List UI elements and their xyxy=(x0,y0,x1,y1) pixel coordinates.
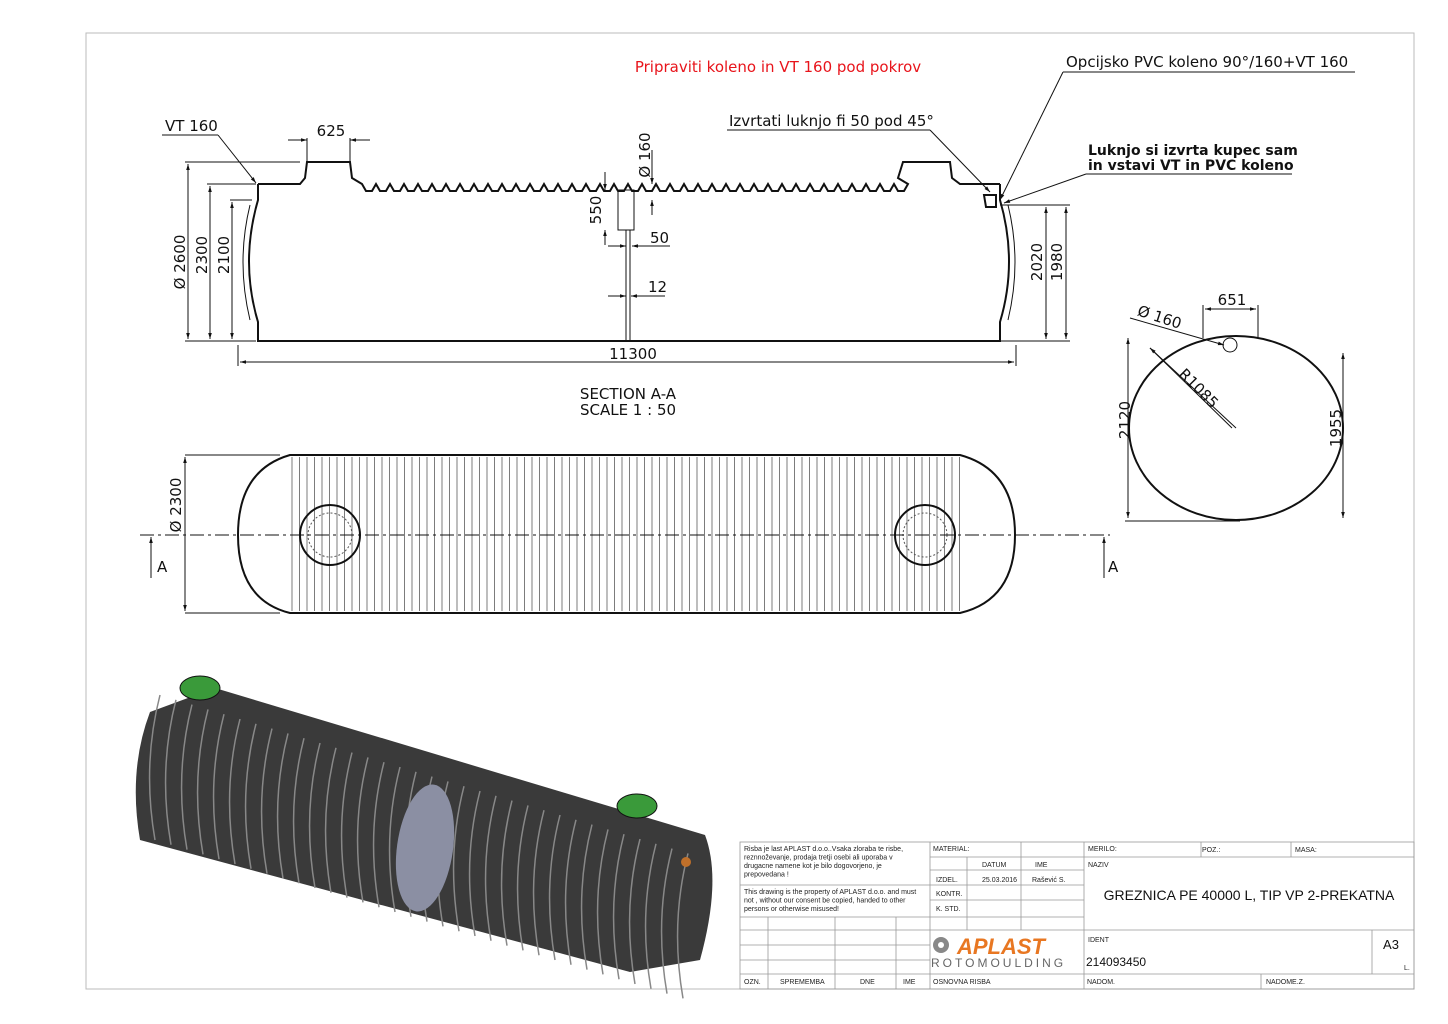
ident-label: IDENT xyxy=(1088,937,1110,944)
izdel-label: IZDEL. xyxy=(936,877,958,884)
end-pipe-dia: Ø 160 xyxy=(1135,302,1184,333)
dim-pipe-dia: Ø 160 xyxy=(636,132,654,177)
dim-height-2120: 2120 xyxy=(1116,401,1134,439)
red-note: Pripraviti koleno in VT 160 pod pokrov xyxy=(635,58,921,76)
iso-rib xyxy=(356,757,369,903)
dim-outer-dia: Ø 2600 xyxy=(171,235,189,290)
iso-rib xyxy=(180,704,193,850)
iso-rib xyxy=(164,699,177,845)
svg-text:This drawing is the property o: This drawing is the property of APLAST d… xyxy=(744,889,916,913)
iso-rib xyxy=(292,738,305,884)
dim-offset: 651 xyxy=(1218,291,1247,309)
kstd-label: K. STD. xyxy=(936,906,961,913)
disclaimer-en: This drawing is the property of APLAST d… xyxy=(744,889,916,896)
merilo-label: MERILO: xyxy=(1088,846,1117,853)
dim-height-1955: 1955 xyxy=(1327,409,1345,447)
section-title: SECTION A-A xyxy=(580,385,677,403)
datum-label: DATUM xyxy=(982,862,1007,869)
iso-rib xyxy=(244,723,257,869)
dim-baffle-depth: 550 xyxy=(587,196,605,225)
iso-rib xyxy=(324,747,337,893)
dim-radius: R1085 xyxy=(1175,365,1222,412)
iso-rib xyxy=(196,709,209,855)
drawing-title: GREZNICA PE 40000 L, TIP VP 2-PREKATNA xyxy=(1104,887,1395,903)
plan-width-dia: Ø 2300 xyxy=(167,478,185,533)
iso-rib xyxy=(468,790,481,937)
masa-label: MASA: xyxy=(1295,847,1317,854)
green-lid-right xyxy=(616,793,658,819)
iso-rib xyxy=(148,694,161,841)
dim-height-2300: 2300 xyxy=(193,236,211,274)
customer-note-line1: Luknjo si izvrta kupec sam xyxy=(1088,143,1298,159)
ime2-label: IME xyxy=(903,979,916,986)
iso-rib xyxy=(340,752,353,898)
ime-label: IME xyxy=(1035,862,1048,869)
sheet-size: A3 xyxy=(1383,937,1399,952)
section-mark-right: A xyxy=(1108,558,1119,576)
dim-height-1980: 1980 xyxy=(1048,243,1066,281)
dim-height-2020: 2020 xyxy=(1028,243,1046,281)
poz-label: POZ.: xyxy=(1202,847,1220,854)
iso-rib xyxy=(564,819,577,965)
iso-rib xyxy=(596,829,609,975)
customer-note-line2: in vstavi VT in PVC koleno xyxy=(1088,158,1294,174)
iso-rib xyxy=(388,766,401,913)
iso-rib xyxy=(532,810,545,956)
section-view: 625 Ø 2600 2300 2100 2020 1980 11300 Ø 1… xyxy=(171,122,1070,419)
vt160-label: VT 160 xyxy=(165,117,218,135)
sheet-l: L. xyxy=(1404,965,1410,972)
nadom-label: NADOM. xyxy=(1087,979,1115,986)
section-scale: SCALE 1 : 50 xyxy=(580,401,676,419)
svg-text:Risba je last APLAST d.o.o..Vs: Risba je last APLAST d.o.o..Vsaka zlorab… xyxy=(744,846,903,879)
drill-hole-note: Izvrtati luknjo fi 50 pod 45° xyxy=(729,112,934,130)
nadomez-label: NADOME.Z. xyxy=(1266,979,1305,986)
green-lid-left xyxy=(179,675,221,701)
iso-rib xyxy=(308,742,321,889)
iso-rib xyxy=(228,718,241,865)
dim-length: 11300 xyxy=(609,345,657,363)
title-block: Risba je last APLAST d.o.o..Vsaka zlorab… xyxy=(739,841,1415,990)
izdel-name: Rašević S. xyxy=(1032,877,1066,884)
material-label: MATERIAL: xyxy=(933,846,969,853)
iso-rib xyxy=(452,786,465,932)
dim-baffle-gap: 50 xyxy=(650,229,669,247)
dim-height-2100: 2100 xyxy=(215,236,233,274)
iso-rib xyxy=(628,838,641,985)
svg-text:ROTOMOULDING: ROTOMOULDING xyxy=(931,956,1066,970)
iso-rib xyxy=(676,853,689,999)
iso-rib xyxy=(516,805,529,951)
plan-view: Ø 2300 A A xyxy=(140,454,1119,614)
cutaway-baffle xyxy=(395,784,455,912)
iso-rib xyxy=(212,714,225,860)
sprememba-label: SPREMEMBA xyxy=(780,979,825,986)
osnovna-risba-label: OSNOVNA RISBA xyxy=(933,979,991,986)
dim-manhole-width: 625 xyxy=(317,122,346,140)
aplast-logo: APLAST ROTOMOULDING xyxy=(931,934,1066,970)
iso-rib xyxy=(500,800,513,946)
kontr-label: KONTR. xyxy=(936,891,963,898)
isometric-render xyxy=(135,675,713,999)
optional-elbow-note: Opcijsko PVC koleno 90°/160+VT 160 xyxy=(1066,53,1348,71)
ident-number: 214093450 xyxy=(1086,955,1146,969)
iso-rib xyxy=(612,834,625,980)
iso-rib xyxy=(548,814,561,961)
iso-rib xyxy=(644,843,657,989)
ozn-label: OZN. xyxy=(744,979,761,986)
section-mark-left: A xyxy=(157,558,168,576)
iso-rib xyxy=(484,795,497,941)
end-view: R1085 Ø 160 651 2120 1955 xyxy=(1116,291,1345,522)
izdel-date: 25.03.2016 xyxy=(982,877,1017,884)
iso-rib xyxy=(660,848,673,994)
dim-baffle-thickness: 12 xyxy=(648,278,667,296)
naziv-label: NAZIV xyxy=(1088,862,1109,869)
dne-label: DNE xyxy=(860,979,875,986)
iso-rib xyxy=(372,762,385,908)
svg-text:APLAST: APLAST xyxy=(956,934,1047,959)
iso-rib xyxy=(276,733,289,879)
iso-rib xyxy=(260,728,273,874)
disclaimer-si: Risba je last APLAST d.o.o..Vsaka zlorab… xyxy=(744,846,903,853)
iso-rib xyxy=(580,824,593,970)
